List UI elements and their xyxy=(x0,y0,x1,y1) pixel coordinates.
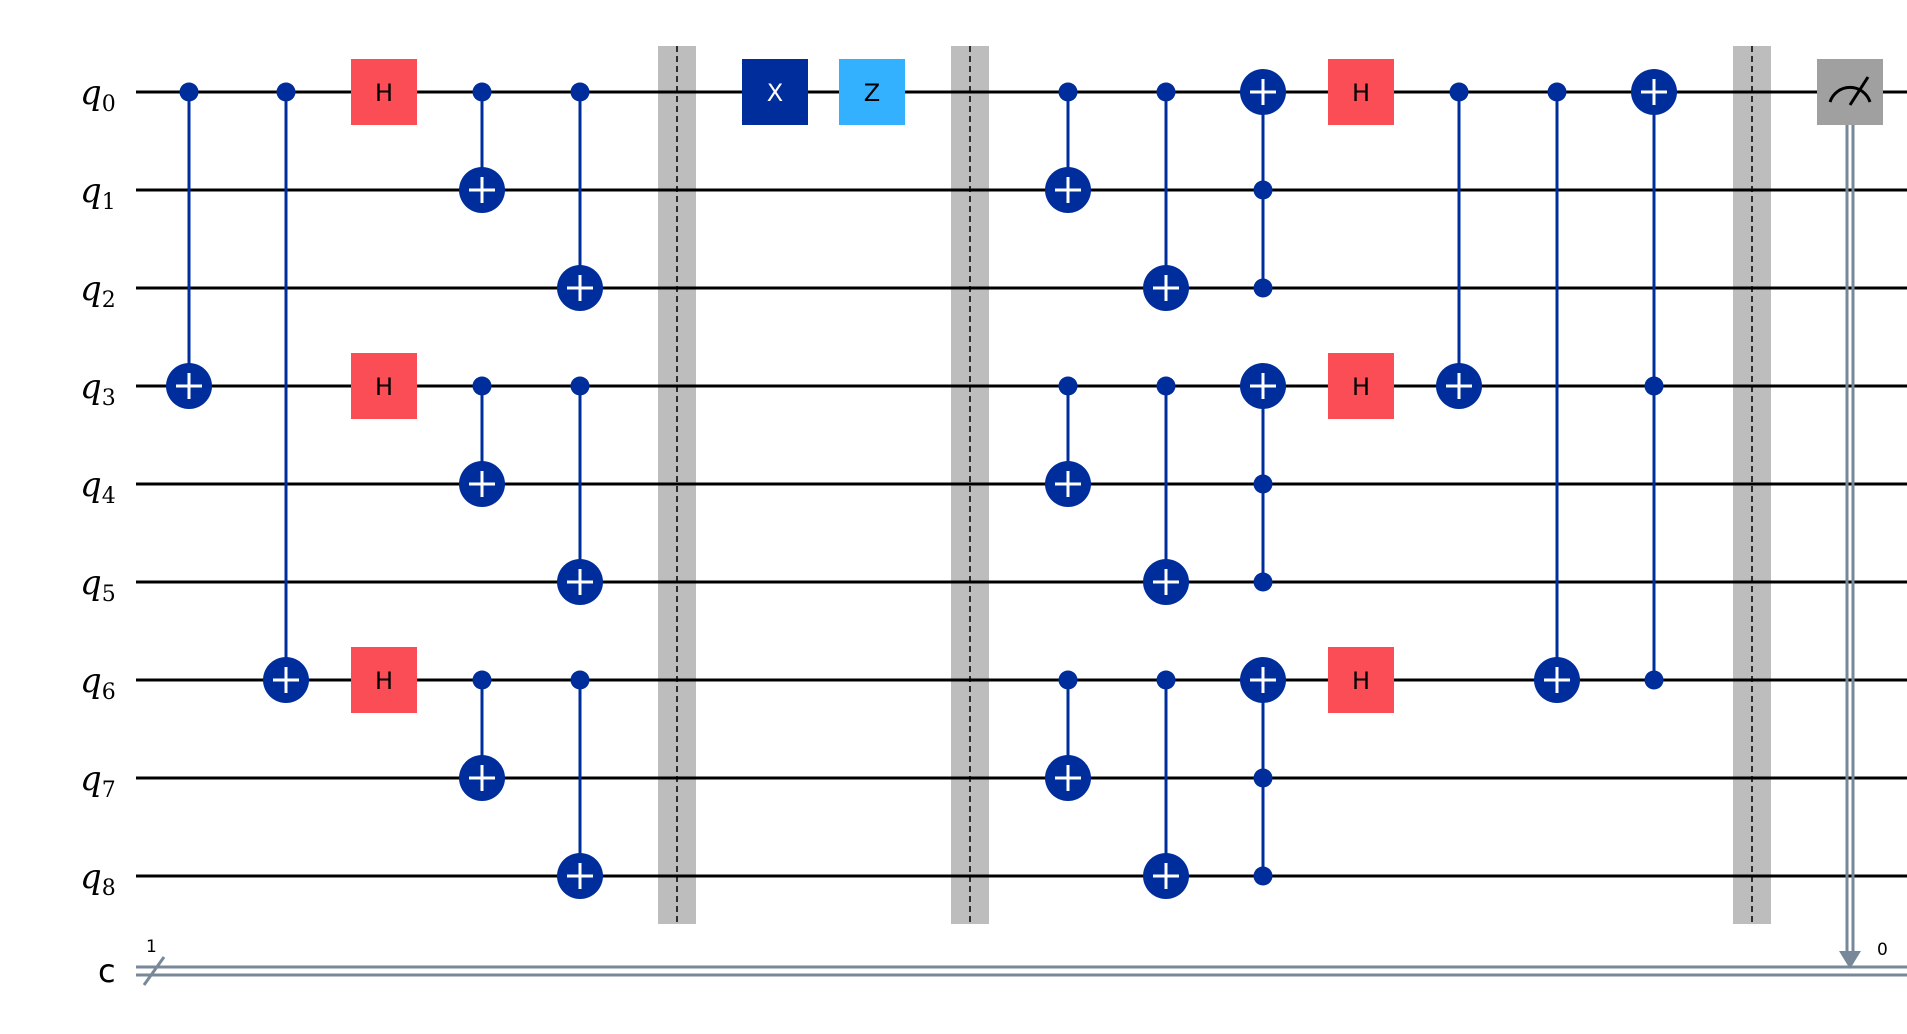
qubit-label-name: q xyxy=(80,367,102,407)
qubit-label-7: q7 xyxy=(80,759,116,803)
meter-arc-icon xyxy=(1828,85,1872,103)
hadamard-gate-label: H xyxy=(1352,79,1370,107)
pauli-z-gate xyxy=(839,59,905,125)
control-dot xyxy=(1253,474,1273,494)
control-dot xyxy=(1058,670,1078,690)
control-dot xyxy=(570,670,590,690)
qubit-label-2: q2 xyxy=(80,269,116,313)
qubit-label-index: 5 xyxy=(102,582,116,607)
control-dot xyxy=(1253,572,1273,592)
qubit-label-index: 6 xyxy=(102,680,116,705)
hadamard-gate-label: H xyxy=(1352,667,1370,695)
classical-register-label: c xyxy=(98,952,116,990)
control-dot xyxy=(472,670,492,690)
qubit-label-index: 2 xyxy=(102,288,116,313)
hadamard-gate-label: H xyxy=(375,667,393,695)
hadamard-gate xyxy=(351,59,417,125)
classical-width-slash xyxy=(142,956,166,986)
hadamard-gate-label: H xyxy=(1352,373,1370,401)
control-dot xyxy=(1253,768,1273,788)
pauli-z-gate-label: Z xyxy=(864,79,880,107)
control-dot xyxy=(472,82,492,102)
control-dot xyxy=(1156,376,1176,396)
control-dot xyxy=(1058,376,1078,396)
measure-arrowhead xyxy=(1839,951,1861,969)
control-dot xyxy=(472,376,492,396)
qubit-label-name: q xyxy=(80,171,102,211)
pauli-x-gate xyxy=(742,59,808,125)
hadamard-gate xyxy=(1328,353,1394,419)
qubit-label-name: q xyxy=(80,661,102,701)
control-dot xyxy=(179,82,199,102)
qubit-label-6: q6 xyxy=(80,661,116,705)
control-dot xyxy=(1058,82,1078,102)
meter-needle-icon xyxy=(1848,76,1870,106)
control-dot xyxy=(1156,670,1176,690)
qubit-label-1: q1 xyxy=(80,171,116,215)
hadamard-gate xyxy=(351,647,417,713)
measure-bit-label: 0 xyxy=(1877,940,1888,960)
control-dot xyxy=(1547,82,1567,102)
qubit-label-3: q3 xyxy=(80,367,116,411)
control-dot xyxy=(1156,82,1176,102)
hadamard-gate xyxy=(351,353,417,419)
control-dot xyxy=(1253,278,1273,298)
control-dot xyxy=(1449,82,1469,102)
hadamard-gate xyxy=(1328,59,1394,125)
control-dot xyxy=(276,82,296,102)
qubit-label-index: 1 xyxy=(102,190,116,215)
qubit-label-index: 3 xyxy=(102,386,116,411)
qubit-label-name: q xyxy=(80,73,102,113)
qubit-label-name: q xyxy=(80,857,102,897)
qubit-label-0: q0 xyxy=(80,73,116,117)
classical-width-label: 1 xyxy=(146,937,157,957)
qubit-label-8: q8 xyxy=(80,857,116,901)
control-dot xyxy=(570,376,590,396)
measure-gate xyxy=(1817,59,1883,125)
qubit-label-name: q xyxy=(80,563,102,603)
hadamard-gate-label: H xyxy=(375,373,393,401)
qubit-label-name: q xyxy=(80,759,102,799)
qubit-label-index: 4 xyxy=(102,484,116,509)
qubit-label-4: q4 xyxy=(80,465,116,509)
control-dot xyxy=(570,82,590,102)
wire-layer xyxy=(136,90,1907,986)
pauli-x-gate-label: X xyxy=(767,79,783,107)
hadamard-gate xyxy=(1328,647,1394,713)
control-dot xyxy=(1644,670,1664,690)
qubit-label-index: 0 xyxy=(102,92,116,117)
hadamard-gate-label: H xyxy=(375,79,393,107)
control-dot xyxy=(1644,376,1664,396)
gate-layer: H H H X Z H H H 0 xyxy=(166,59,1888,969)
qubit-label-name: q xyxy=(80,269,102,309)
qubit-label-index: 7 xyxy=(102,778,116,803)
control-dot xyxy=(1253,866,1273,886)
qubit-label-name: q xyxy=(80,465,102,505)
qubit-label-5: q5 xyxy=(80,563,116,607)
qubit-label-index: 8 xyxy=(102,876,116,901)
control-dot xyxy=(1253,180,1273,200)
